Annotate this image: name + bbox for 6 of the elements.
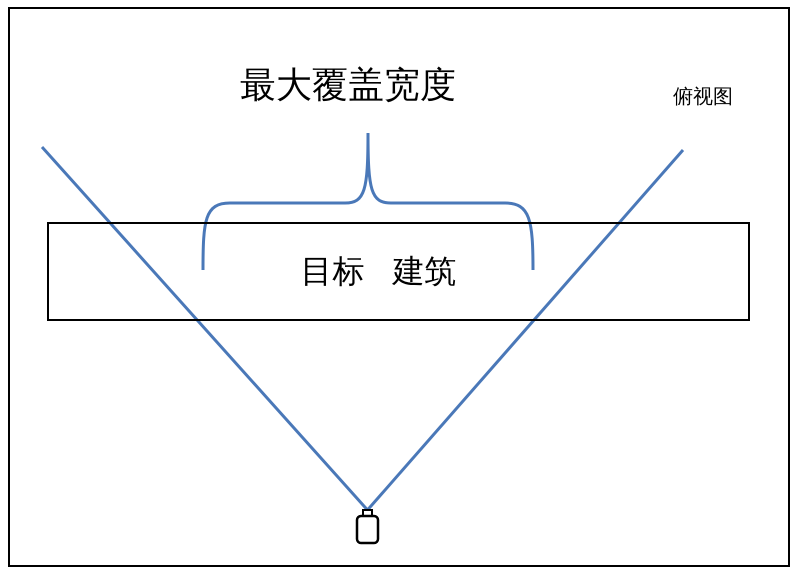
view-line <box>366 149 684 511</box>
view-line <box>40 146 369 511</box>
camera-icon <box>356 509 380 544</box>
building-box <box>47 222 750 321</box>
title: 最大覆盖宽度 <box>240 64 456 108</box>
view-label: 俯视图 <box>673 84 733 108</box>
